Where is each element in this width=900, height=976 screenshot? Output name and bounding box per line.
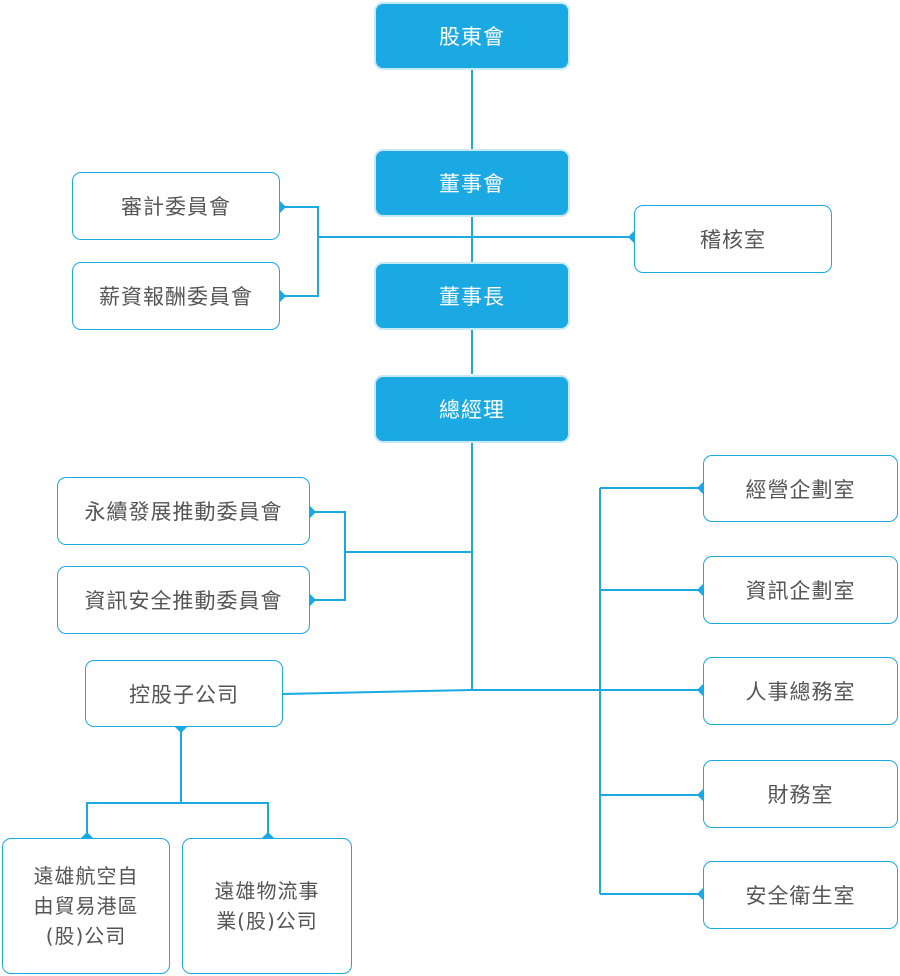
finance-office-node: 財務室 [703,760,898,828]
internal-audit-node: 稽核室 [634,205,832,273]
infosec-committee-node: 資訊安全推動委員會 [57,566,310,634]
subsidiary-logistics-node: 遠雄物流事 業(股)公司 [182,838,352,974]
safety-office-node: 安全衛生室 [703,861,898,929]
subsidiary-ftz-node: 遠雄航空自 由貿易港區 (股)公司 [2,838,170,974]
subsidiaries-node: 控股子公司 [85,660,283,727]
compensation-committee-node: 薪資報酬委員會 [72,262,280,330]
it-office-node: 資訊企劃室 [703,556,898,624]
chairman-node: 董事長 [374,262,570,330]
hr-admin-office-node: 人事總務室 [703,657,898,725]
board-node: 董事會 [374,149,570,217]
sustainability-committee-node: 永續發展推動委員會 [57,477,310,545]
planning-office-node: 經營企劃室 [703,455,898,522]
shareholders-node: 股東會 [374,2,570,70]
president-node: 總經理 [374,375,570,443]
audit-committee-node: 審計委員會 [72,172,280,240]
